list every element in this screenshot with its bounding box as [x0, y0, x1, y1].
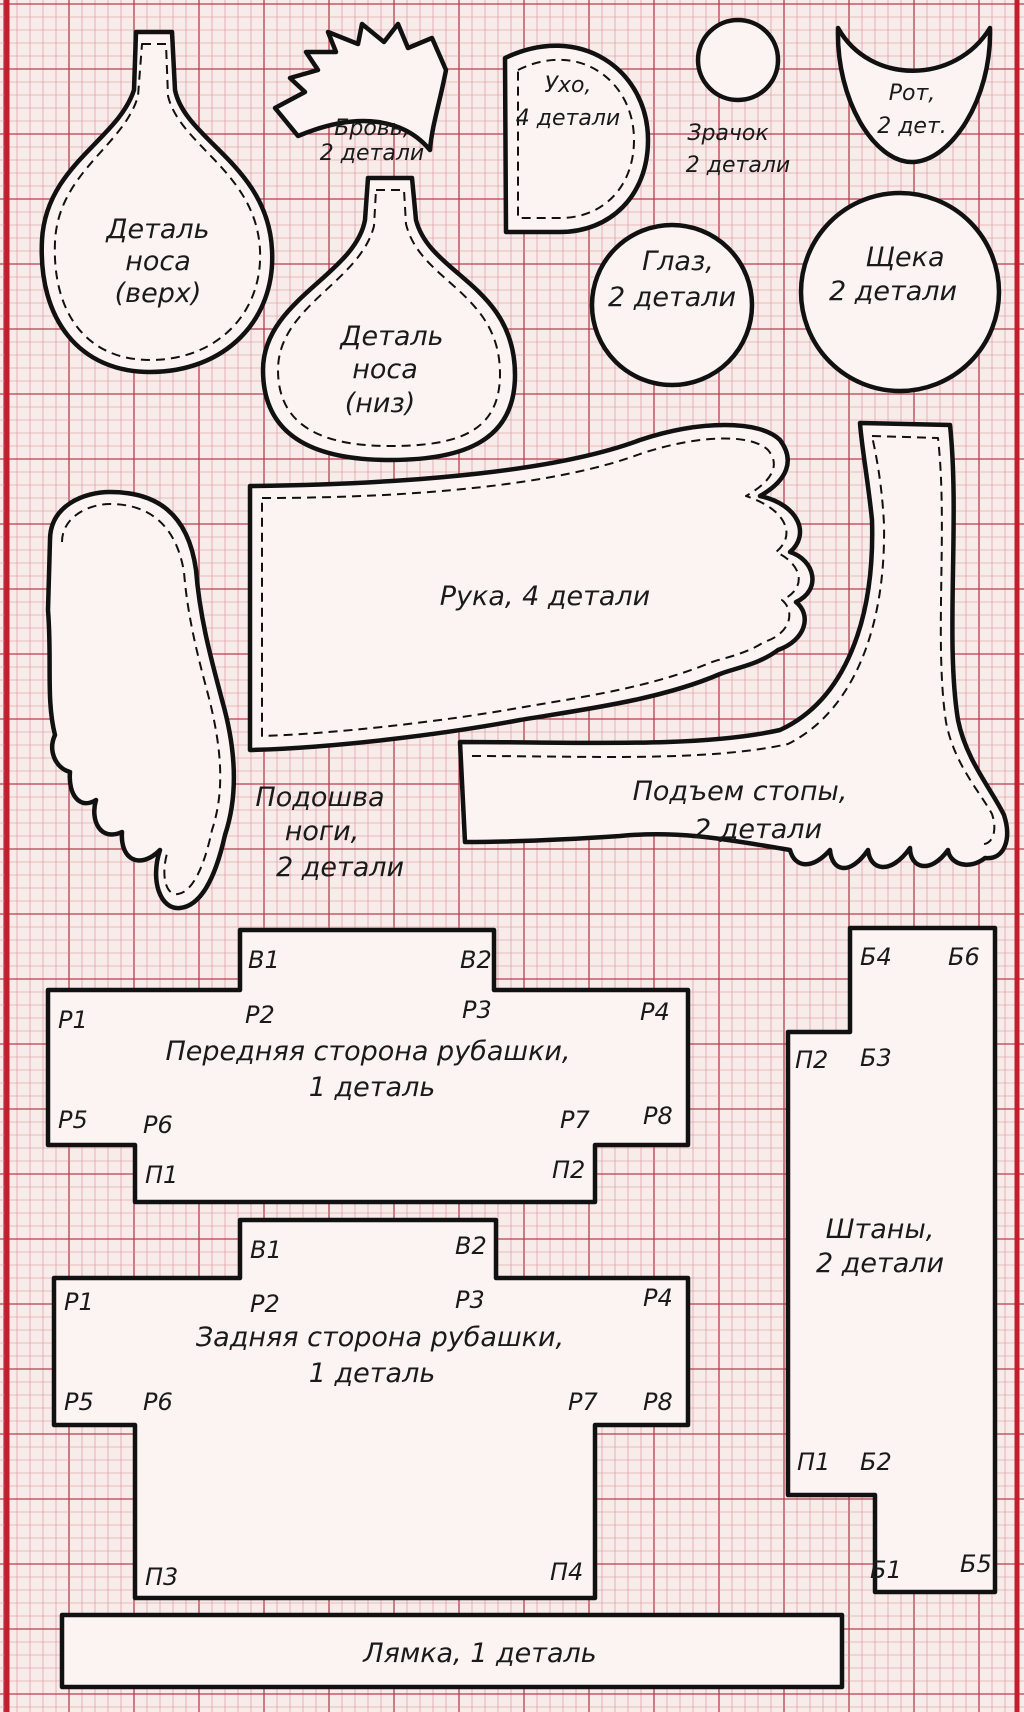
cheek-label-2: 2 детали [829, 276, 957, 307]
front-point-P4: Р4 [640, 998, 670, 1026]
front-point-B1: В1 [248, 946, 280, 974]
pants-point-B2: Б2 [860, 1448, 892, 1476]
pants-point-B1: Б1 [870, 1556, 902, 1584]
back-point-P6: Р6 [143, 1388, 173, 1416]
piece-shirt-back: В1 В2 Р1 Р2 Р3 Р4 Р5 Р6 Р7 Р8 П3 П4 Задн… [51, 1217, 691, 1601]
pants-point-N1: П1 [797, 1448, 830, 1476]
back-point-P3: Р3 [455, 1286, 485, 1314]
piece-eye: Глаз, 2 детали [589, 222, 755, 388]
piece-mouth: Рот, 2 дет. [835, 25, 993, 165]
piece-pupil: Зрачок 2 детали [686, 17, 790, 178]
pants-point-B5: Б5 [960, 1550, 992, 1578]
front-point-P1: Р1 [58, 1006, 88, 1034]
pupil-label-2: 2 детали [686, 153, 790, 178]
nose-bottom-label-1: Деталь [339, 321, 443, 352]
piece-shirt-front: В1 В2 Р1 Р2 Р3 Р4 Р5 Р6 Р7 Р8 П1 П2 Пере… [45, 927, 691, 1205]
pupil-label-1: Зрачок [687, 121, 769, 146]
back-point-N3: П3 [145, 1563, 178, 1591]
back-point-N4: П4 [550, 1558, 583, 1586]
nose-bottom-label-3: (низ) [345, 388, 416, 419]
shirt-back-label-1: Задняя сторона рубашки, [196, 1322, 564, 1353]
back-point-P8: Р8 [643, 1388, 673, 1416]
front-point-P5: Р5 [58, 1106, 88, 1134]
pants-point-B3: Б3 [860, 1044, 892, 1072]
front-point-P7: Р7 [560, 1106, 590, 1134]
pants-point-B6: Б6 [948, 943, 980, 971]
sole-label-2: ноги, [285, 816, 360, 847]
cheek-label-1: Щека [866, 242, 945, 273]
piece-hand: Рука, 4 детали [247, 422, 815, 753]
piece-nose-top: Деталь носа (верх) [39, 29, 275, 375]
piece-pants: Б4 Б6 П2 Б3 П1 Б2 Б1 Б5 Штаны, 2 детали [785, 925, 998, 1595]
sole-label-3: 2 детали [276, 852, 404, 883]
back-point-P5: Р5 [64, 1388, 94, 1416]
eye-label-1: Глаз, [642, 246, 714, 277]
front-point-P6: Р6 [143, 1111, 173, 1139]
pants-point-N2: П2 [795, 1046, 828, 1074]
nose-top-label-2: носа [125, 246, 191, 277]
piece-ear: Ухо, 4 детали [502, 43, 651, 235]
front-point-P2: Р2 [245, 1001, 275, 1029]
ear-label-2: 4 детали [516, 106, 620, 131]
front-point-N1: П1 [145, 1161, 178, 1189]
piece-strap: Лямка, 1 деталь [59, 1612, 845, 1690]
pants-point-B4: Б4 [860, 943, 892, 971]
eyebrow-label-1: Бровь, [334, 116, 409, 141]
ear-label-1: Ухо, [545, 73, 592, 98]
mouth-label-2: 2 дет. [877, 114, 947, 139]
piece-cheek: Щека 2 детали [798, 190, 1002, 394]
sole-label-1: Подошва [255, 782, 384, 813]
front-point-B2: В2 [460, 946, 492, 974]
shirt-front-label-2: 1 деталь [309, 1072, 435, 1103]
hand-label: Рука, 4 детали [440, 581, 650, 612]
front-point-P8: Р8 [643, 1102, 673, 1130]
eye-label-2: 2 детали [608, 282, 736, 313]
front-point-P3: Р3 [462, 996, 492, 1024]
pants-label-2: 2 детали [816, 1248, 944, 1279]
back-point-B2: В2 [455, 1232, 487, 1260]
shirt-front-label-1: Передняя сторона рубашки, [165, 1036, 570, 1067]
back-point-P2: Р2 [250, 1290, 280, 1318]
nose-bottom-label-2: носа [352, 354, 418, 385]
back-point-P4: Р4 [643, 1284, 673, 1312]
back-point-P1: Р1 [64, 1288, 94, 1316]
mouth-label-1: Рот, [889, 81, 936, 106]
nose-top-label-1: Деталь [105, 214, 209, 245]
back-point-B1: В1 [250, 1236, 282, 1264]
shirt-back-label-2: 1 деталь [309, 1358, 435, 1389]
piece-sole: Подошва ноги, 2 детали [45, 489, 404, 911]
back-point-P7: Р7 [568, 1388, 598, 1416]
piece-nose-bottom: Деталь носа (низ) [260, 175, 518, 463]
instep-label-2: 2 детали [694, 814, 822, 845]
eyebrow-label-2: 2 детали [320, 141, 424, 166]
front-point-N2: П2 [552, 1156, 585, 1184]
nose-top-label-3: (верх) [115, 278, 202, 309]
instep-label-1: Подъем стопы, [633, 776, 848, 807]
pants-label-1: Штаны, [826, 1214, 935, 1245]
piece-instep: Подъем стопы, 2 детали [457, 420, 1010, 871]
piece-eyebrow: Бровь, 2 детали [272, 21, 449, 166]
strap-label: Лямка, 1 деталь [362, 1638, 596, 1669]
